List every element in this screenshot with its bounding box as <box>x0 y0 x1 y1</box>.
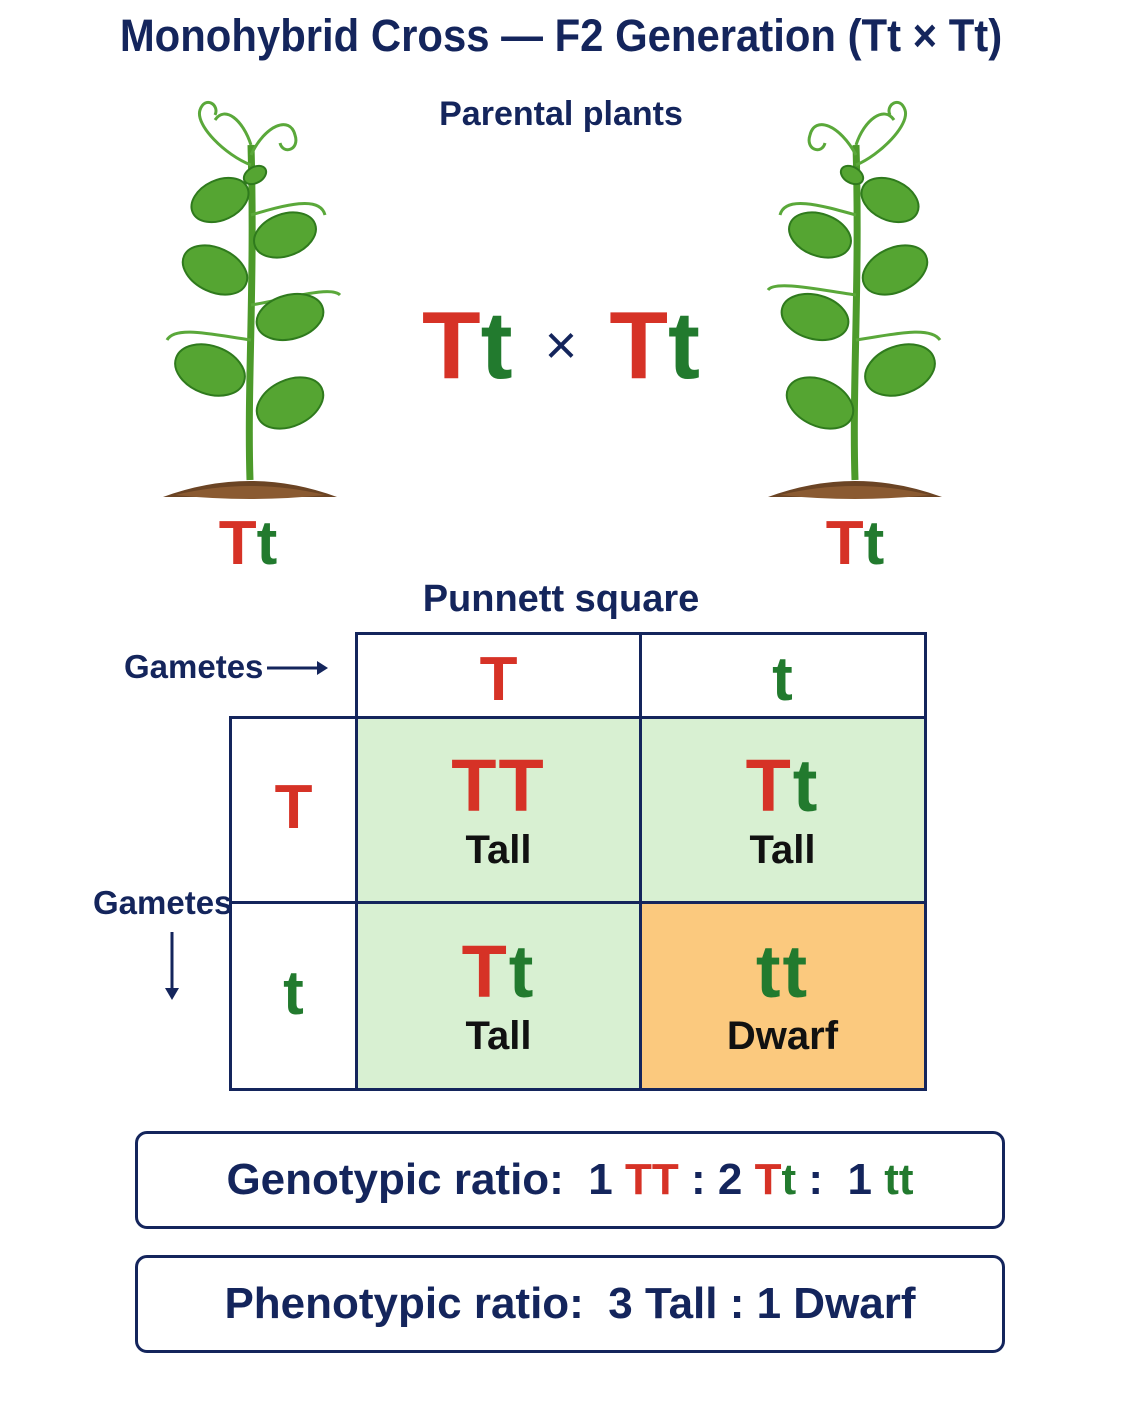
column-gamete-t: t <box>772 645 793 714</box>
cell-genotype: Tt <box>745 743 820 827</box>
punnett-cell-Tt-lower: Tt Tall <box>357 902 640 1090</box>
row-gamete-t: t <box>283 959 304 1028</box>
column-gamete-T: T <box>479 645 518 714</box>
grid-line <box>639 632 642 1091</box>
cell-phenotype: Tall <box>465 827 532 872</box>
grid-line <box>229 901 927 904</box>
parental-plants-label: Parental plants <box>439 95 683 133</box>
punnett-cell-TT: TT Tall <box>357 718 640 902</box>
cell-genotype: TT <box>451 743 546 827</box>
genotypic-ratio-label: Genotypic ratio: <box>226 1155 564 1204</box>
cell-genotype: Tt <box>461 929 536 1013</box>
left-plant-genotype: Tt <box>218 509 278 578</box>
punnett-cell-Tt-upper: Tt Tall <box>640 718 925 902</box>
row-gamete-T: T <box>274 773 313 842</box>
gametes-side-label: Gametes <box>93 884 233 921</box>
gametes-top-label: Gametes <box>124 648 264 685</box>
cell-phenotype: Tall <box>749 827 816 872</box>
cell-phenotype: Dwarf <box>726 1013 839 1058</box>
grid-line <box>355 632 358 1091</box>
phenotypic-ratio-box: Phenotypic ratio: 3 Tall : 1 Dwarf <box>135 1255 1005 1353</box>
phenotypic-ratio-text: Phenotypic ratio: 3 Tall : 1 Dwarf <box>224 1279 916 1328</box>
page-title: Monohybrid Cross — F2 Generation (Tt × T… <box>119 10 1003 61</box>
grid-line <box>229 716 232 1091</box>
cell-genotype: tt <box>755 929 810 1013</box>
right-pea-plant-image <box>766 100 942 499</box>
grid-line <box>357 632 927 635</box>
right-arrow-icon <box>267 661 328 675</box>
parental-cross: Tt×Tt <box>422 292 700 399</box>
grid-line <box>229 1088 927 1091</box>
grid-line <box>229 716 927 719</box>
left-pea-plant-image <box>163 100 342 499</box>
punnett-square-title: Punnett square <box>422 578 700 620</box>
down-arrow-icon <box>165 932 179 1000</box>
right-plant-genotype: Tt <box>825 509 885 578</box>
grid-line <box>924 632 927 1091</box>
punnett-cell-tt: tt Dwarf <box>640 902 925 1090</box>
cross-symbol: × <box>544 313 578 376</box>
cell-phenotype: Tall <box>465 1013 532 1058</box>
